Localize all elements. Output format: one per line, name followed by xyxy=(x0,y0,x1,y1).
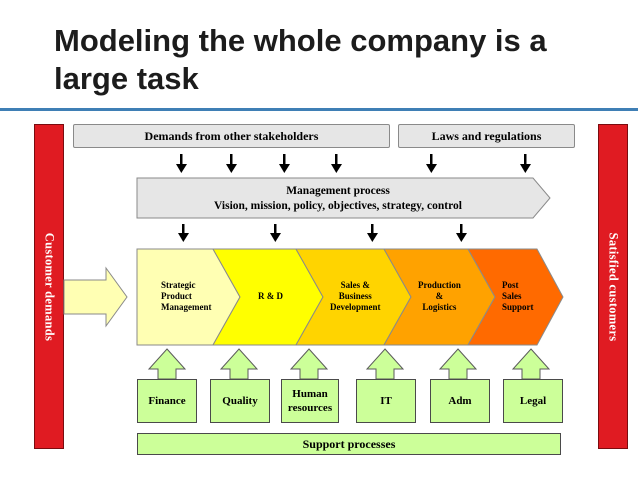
management-process-text: Management process Vision, mission, poli… xyxy=(168,184,508,214)
title-divider xyxy=(0,108,638,111)
down-arrow xyxy=(176,154,187,173)
stakeholders-box: Demands from other stakeholders xyxy=(73,124,390,148)
page-title: Modeling the whole company is a large ta… xyxy=(54,23,547,96)
label-strategic-product-management: Strategic Product Management xyxy=(161,280,212,312)
label-rnd: R & D xyxy=(258,291,283,301)
support-box-legal: Legal xyxy=(503,379,563,423)
down-arrow xyxy=(331,154,342,173)
up-arrow-adm xyxy=(438,348,478,380)
down-arrow xyxy=(226,154,237,173)
down-arrow xyxy=(178,224,189,242)
down-arrows-row2 xyxy=(178,224,467,242)
label-post-sales-support: Post Sales Support xyxy=(502,280,534,312)
down-arrow xyxy=(270,224,281,242)
management-process-arrow xyxy=(136,177,551,219)
support-up-arrows xyxy=(147,348,551,380)
chevron-post-sales-support xyxy=(467,248,564,346)
laws-box: Laws and regulations xyxy=(398,124,575,148)
down-arrows-row1 xyxy=(176,154,531,173)
down-arrow xyxy=(520,154,531,173)
support-box-human-resources: Human resources xyxy=(281,379,339,423)
up-arrow-it xyxy=(365,348,405,380)
down-arrow xyxy=(426,154,437,173)
management-subtitle: Vision, mission, policy, objectives, str… xyxy=(214,200,462,212)
support-processes-bar: Support processes xyxy=(137,433,561,455)
satisfied-customers-bar: Satisfied customers xyxy=(598,124,628,449)
label-production-logistics: Production & Logistics xyxy=(418,280,461,312)
down-arrow xyxy=(279,154,290,173)
support-box-it: IT xyxy=(356,379,416,423)
down-arrow xyxy=(367,224,378,242)
management-title: Management process xyxy=(286,185,390,197)
up-arrow-human-resources xyxy=(289,348,329,380)
support-box-adm: Adm xyxy=(430,379,490,423)
support-box-finance: Finance xyxy=(137,379,197,423)
up-arrow-legal xyxy=(511,348,551,380)
customer-input-arrow xyxy=(63,266,128,328)
up-arrow-finance xyxy=(147,348,187,380)
down-arrow xyxy=(456,224,467,242)
up-arrow-quality xyxy=(219,348,259,380)
label-sales-business-development: Sales & Business Development xyxy=(330,280,381,312)
support-box-quality: Quality xyxy=(210,379,270,423)
